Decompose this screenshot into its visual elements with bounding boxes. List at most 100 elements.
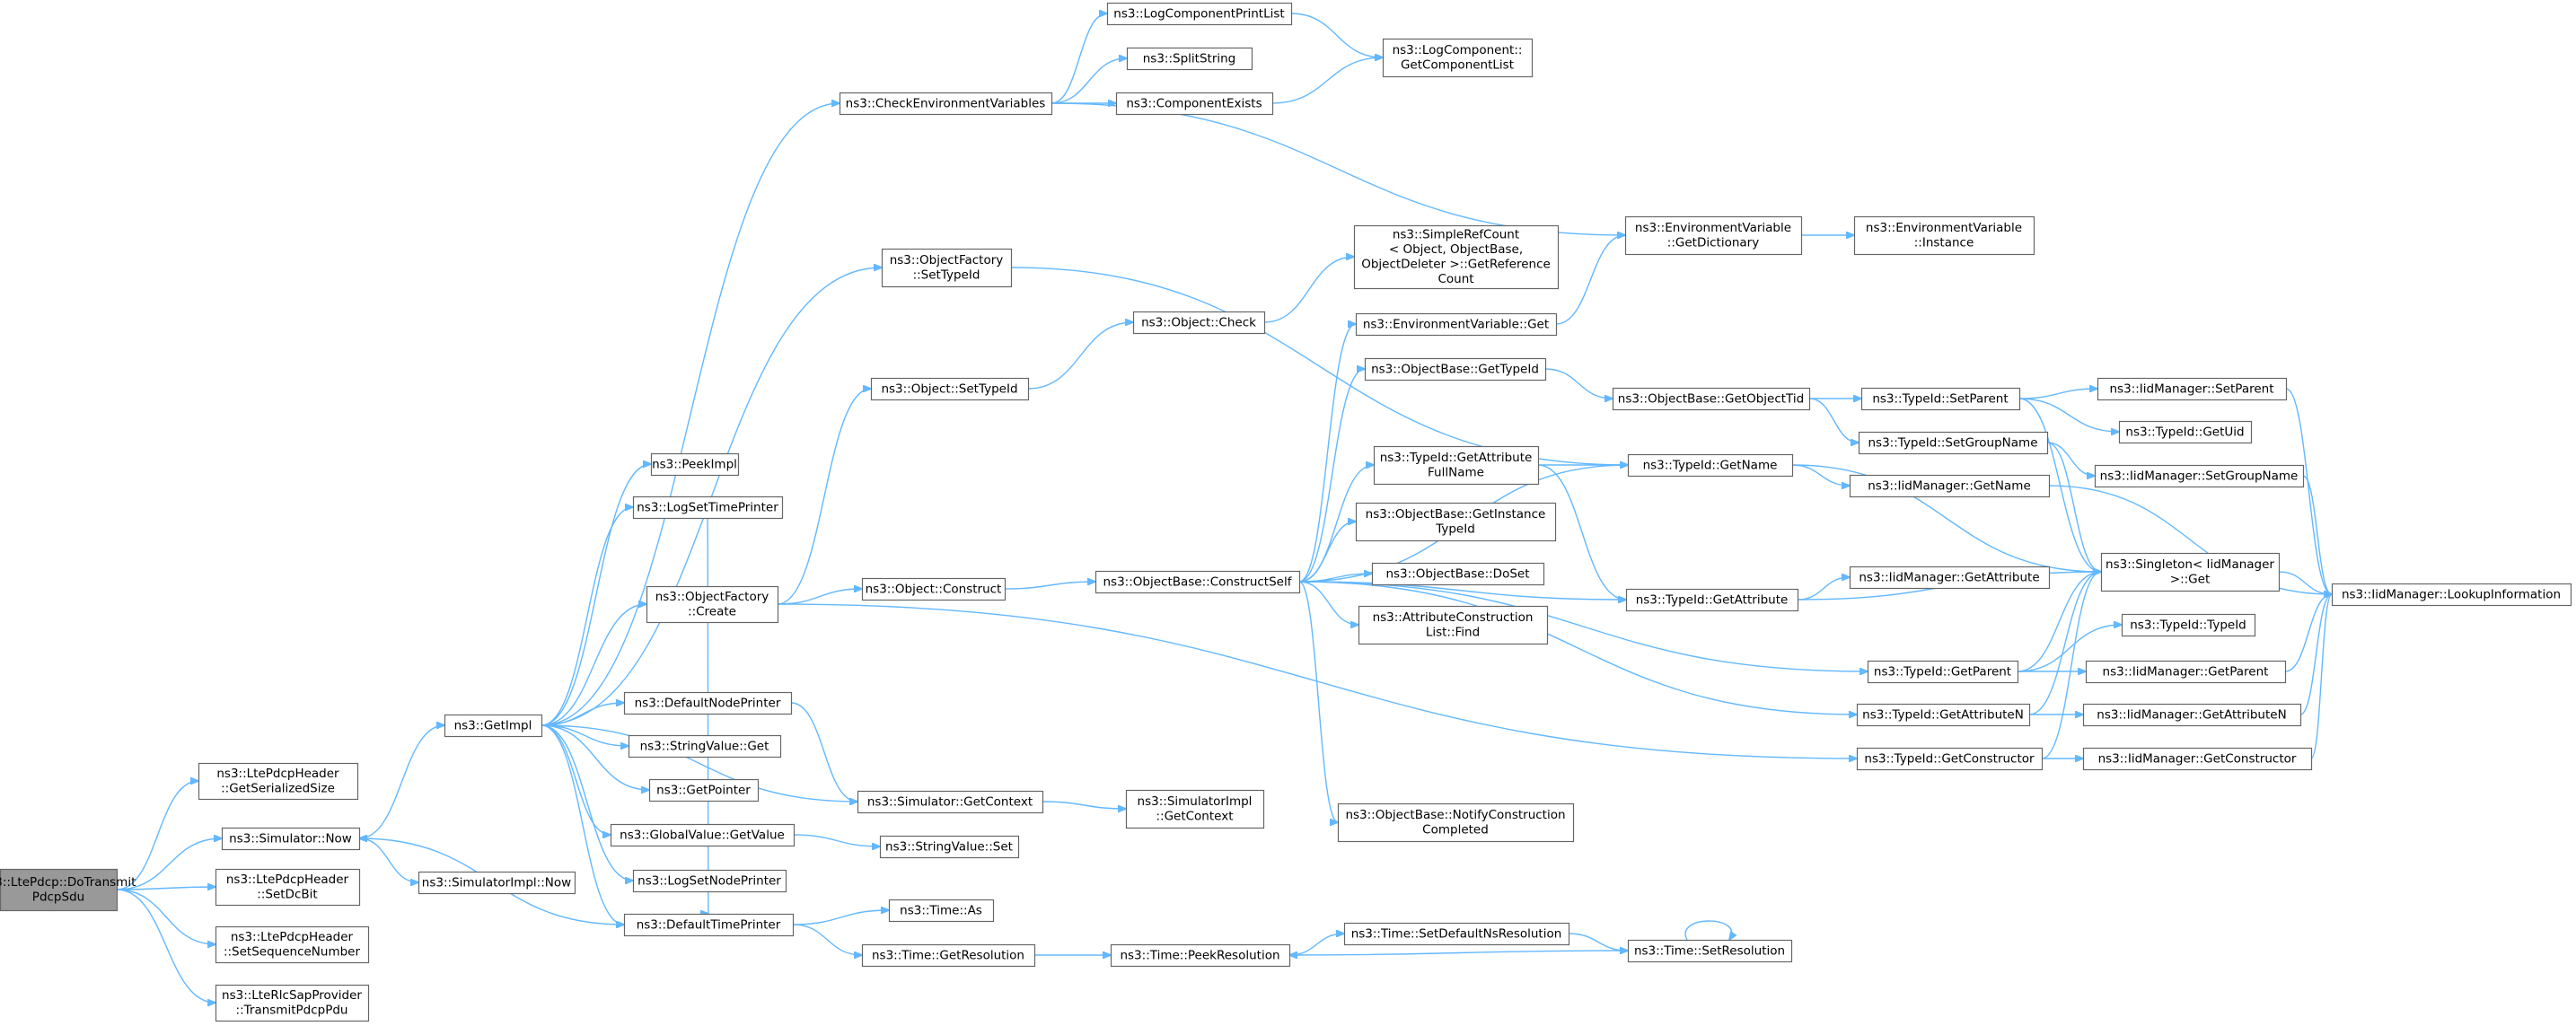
- node-objfsettype[interactable]: ns3::ObjectFactory::SetTypeId: [881, 248, 1013, 288]
- node-objfcreate[interactable]: ns3::ObjectFactory::Create: [646, 585, 779, 624]
- node-timesetres[interactable]: ns3::Time::SetResolution: [1627, 939, 1793, 963]
- node-logsetnode[interactable]: ns3::LogSetNodePrinter: [632, 869, 787, 893]
- node-box: [1126, 47, 1253, 71]
- node-timepeekres[interactable]: ns3::Time::PeekResolution: [1110, 943, 1291, 968]
- node-box: [215, 868, 361, 907]
- node-deftimeprinter[interactable]: ns3::DefaultTimePrinter: [623, 913, 795, 937]
- node-setseq[interactable]: ns3::LtePdcpHeader::SetSequenceNumber: [215, 925, 370, 964]
- node-envvarget[interactable]: ns3::EnvironmentVariable::Get: [1355, 312, 1558, 337]
- node-gvgetvalue[interactable]: ns3::GlobalValue::GetValue: [610, 823, 796, 847]
- node-simnow[interactable]: ns3::Simulator::Now: [221, 827, 361, 851]
- node-setdcbit[interactable]: ns3::LtePdcpHeader::SetDcBit: [215, 868, 361, 907]
- node-envinstance[interactable]: ns3::EnvironmentVariable::Instance: [1853, 215, 2035, 256]
- node-tidtypeid[interactable]: ns3::TypeId::TypeId: [2121, 613, 2256, 637]
- node-logcompprint[interactable]: ns3::LogComponentPrintList: [1106, 2, 1293, 26]
- node-iidgetparent[interactable]: ns3::IidManager::GetParent: [2085, 660, 2287, 684]
- node-box: [1353, 224, 1560, 290]
- node-tidgetattr[interactable]: ns3::TypeId::GetAttribute: [1625, 588, 1799, 612]
- node-objcheck[interactable]: ns3::Object::Check: [1132, 311, 1266, 335]
- node-peekimpl[interactable]: ns3::PeekImpl: [650, 452, 740, 477]
- node-box: [1849, 474, 2051, 498]
- node-label: ns3::LogSetNodePrinter: [637, 873, 781, 888]
- node-label: ns3::Singleton< IidManager: [2106, 557, 2274, 572]
- node-tidsetgroup[interactable]: ns3::TypeId::SetGroupName: [1858, 431, 2049, 455]
- node-box: [2082, 703, 2302, 727]
- node-iidsetparent[interactable]: ns3::IidManager::SetParent: [2097, 377, 2288, 401]
- node-label: ::GetSerializedSize: [221, 782, 335, 796]
- node-iidgetctor[interactable]: ns3::IidManager::GetConstructor: [2082, 747, 2313, 771]
- node-logsettime[interactable]: ns3::LogSetTimePrinter: [632, 495, 784, 520]
- edge-tidsetgroup-to-iidsetgroup: [2046, 442, 2095, 476]
- node-label: ns3::Object::SetTypeId: [881, 381, 1017, 396]
- node-obgettypeid[interactable]: ns3::ObjectBase::GetTypeId: [1364, 357, 1547, 381]
- edge-checkenv-to-logcompprint: [1051, 13, 1107, 104]
- node-simimplgetctx[interactable]: ns3::SimulatorImpl::GetContext: [1125, 789, 1265, 829]
- edge-deftimeprinter-to-timegetres: [792, 924, 862, 955]
- edge-root-to-setdcbit: [116, 887, 215, 890]
- node-label: ns3::Object::Construct: [866, 582, 1002, 596]
- node-box: [2121, 613, 2256, 637]
- node-objconstruct[interactable]: ns3::Object::Construct: [861, 577, 1007, 601]
- node-timeas[interactable]: ns3::Time::As: [888, 899, 995, 923]
- node-iidgetattr[interactable]: ns3::IidManager::GetAttribute: [1849, 566, 2051, 590]
- node-tidgetattrn[interactable]: ns3::TypeId::GetAttributeN: [1856, 703, 2031, 727]
- node-constructself[interactable]: ns3::ObjectBase::ConstructSelf: [1095, 570, 1301, 594]
- node-box: [623, 913, 795, 937]
- node-envgetdict[interactable]: ns3::EnvironmentVariable::GetDictionary: [1624, 215, 1803, 256]
- node-simplerefcount[interactable]: ns3::SimpleRefCount< Object, ObjectBase,…: [1353, 224, 1560, 290]
- node-iidlookup[interactable]: ns3::IidManager::LookupInformation: [2331, 583, 2572, 607]
- node-label: ns3::Time::GetResolution: [872, 948, 1024, 962]
- node-getpointer[interactable]: ns3::GetPointer: [648, 778, 760, 802]
- node-label: ns3::Time::SetResolution: [1634, 943, 1785, 958]
- node-box: [1106, 2, 1293, 26]
- node-box: [2097, 377, 2288, 401]
- node-tidgetparent[interactable]: ns3::TypeId::GetParent: [1867, 660, 2019, 684]
- node-singletonget[interactable]: ns3::Singleton< IidManager>::Get: [2100, 552, 2281, 592]
- node-transmitpdu[interactable]: ns3::LteRlcSapProvider::TransmitPdcpPdu: [215, 984, 370, 1022]
- node-compexists[interactable]: ns3::ComponentExists: [1115, 92, 1274, 116]
- edge-timesetdefns-to-timesetres: [1568, 933, 1628, 951]
- node-defnodeprinter[interactable]: ns3::DefaultNodePrinter: [623, 691, 793, 715]
- node-label: ns3::IidManager::GetParent: [2103, 664, 2269, 679]
- node-obgetobjtid[interactable]: ns3::ObjectBase::GetObjectTid: [1612, 387, 1811, 411]
- node-strvalset[interactable]: ns3::StringValue::Set: [879, 835, 1020, 859]
- node-logcompget[interactable]: ns3::LogComponent::GetComponentList: [1382, 38, 1534, 78]
- node-iidgetattrn[interactable]: ns3::IidManager::GetAttributeN: [2082, 703, 2302, 727]
- node-iidgetname[interactable]: ns3::IidManager::GetName: [1849, 474, 2051, 498]
- node-tidgetname[interactable]: ns3::TypeId::GetName: [1627, 453, 1794, 478]
- node-strvalget[interactable]: ns3::StringValue::Get: [628, 734, 782, 759]
- node-simimplnow[interactable]: ns3::SimulatorImpl::Now: [418, 871, 576, 895]
- node-getimpl[interactable]: ns3::GetImpl: [444, 714, 543, 738]
- node-tidgetuid[interactable]: ns3::TypeId::GetUid: [2118, 420, 2253, 444]
- node-box: [2331, 583, 2572, 607]
- node-label: ns3::LteRlcSapProvider: [222, 988, 362, 1003]
- node-splitstring[interactable]: ns3::SplitString: [1126, 47, 1253, 71]
- node-label: ns3::EnvironmentVariable::Get: [1363, 317, 1549, 331]
- node-iidsetgroup[interactable]: ns3::IidManager::SetGroupName: [2094, 464, 2305, 488]
- node-box: [632, 495, 784, 520]
- node-checkenv[interactable]: ns3::CheckEnvironmentVariables: [839, 92, 1053, 116]
- node-getser[interactable]: ns3::LtePdcpHeader::GetSerializedSize: [198, 762, 359, 801]
- node-label: ns3::TypeId::SetParent: [1872, 391, 2008, 406]
- node-label: ns3::TypeId::GetAttribute: [1636, 592, 1789, 607]
- node-timegetres[interactable]: ns3::Time::GetResolution: [861, 943, 1036, 968]
- node-obnotify[interactable]: ns3::ObjectBase::NotifyConstructionCompl…: [1337, 802, 1575, 843]
- edge-tidgetattr-to-iidgetattr: [1797, 577, 1850, 601]
- edge-checkenv-to-envgetdict: [1051, 102, 1625, 235]
- node-simgetctx[interactable]: ns3::Simulator::GetContext: [857, 790, 1044, 814]
- node-tidsetparent[interactable]: ns3::TypeId::SetParent: [1860, 387, 2021, 411]
- node-objsettype[interactable]: ns3::Object::SetTypeId: [870, 377, 1030, 401]
- node-box: [1856, 703, 2031, 727]
- node-obdoset[interactable]: ns3::ObjectBase::DoSet: [1371, 562, 1545, 586]
- node-tidgetctor[interactable]: ns3::TypeId::GetConstructor: [1856, 747, 2044, 771]
- node-label: ns3::DefaultTimePrinter: [637, 917, 781, 932]
- node-timesetdefns[interactable]: ns3::Time::SetDefaultNsResolution: [1343, 922, 1570, 946]
- node-label: ns3::TypeId::GetName: [1643, 458, 1778, 472]
- edge-getimpl-to-peekimpl: [541, 464, 651, 726]
